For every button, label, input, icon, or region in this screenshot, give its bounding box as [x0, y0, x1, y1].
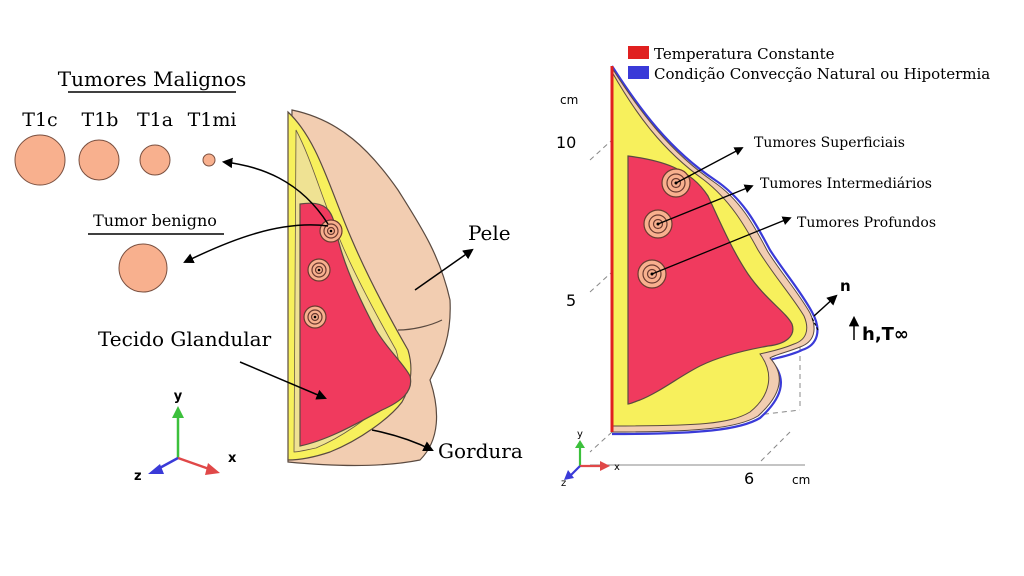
label-t1mi: T1mi — [188, 109, 237, 131]
legend-swatch-constant-temp — [628, 46, 649, 59]
label-gordura: Gordura — [438, 439, 523, 463]
right-z-axis-label: z — [561, 478, 566, 489]
y-unit-label: cm — [560, 93, 578, 107]
tumor-t1c-circle — [14, 134, 66, 186]
left-axes-triad: y x z — [134, 389, 237, 484]
arrow-tecido-glandular — [239, 361, 327, 400]
y-axis-label: y — [174, 389, 183, 404]
arrow-gordura — [371, 429, 434, 451]
malignant-tumors-title: Tumores Malignos — [58, 67, 246, 91]
right-panel: Temperatura Constante Condição Convecção… — [556, 45, 990, 489]
arrow-pele — [414, 248, 474, 291]
normal-vector-arrow — [813, 294, 838, 317]
y-tick-5: 5 — [566, 291, 576, 310]
benign-tumor-title: Tumor benigno — [93, 211, 217, 230]
arrow-deep — [651, 216, 792, 275]
left-panel: Tumores Malignos T1c T1b T1a T1mi Tumor … — [14, 67, 523, 484]
label-tecido-glandular: Tecido Glandular — [98, 327, 272, 351]
x-unit-label: cm — [792, 473, 810, 487]
y-tick-10: 10 — [556, 133, 576, 152]
arrow-to-malignant — [221, 157, 329, 225]
x-axis-arrow — [177, 456, 213, 472]
label-intermediate-tumors: Tumores Intermediários — [760, 176, 932, 192]
normal-dashed — [811, 317, 819, 331]
x-tick-6: 6 — [744, 469, 754, 488]
legend-constant-temp: Temperatura Constante — [654, 45, 835, 63]
tumor-t1a-circle — [139, 144, 171, 176]
x-axis-label: x — [228, 451, 237, 466]
tumor-t1mi-circle — [202, 153, 216, 167]
skin-fold-line — [397, 319, 443, 331]
label-t1a: T1a — [137, 109, 173, 131]
right-axes-triad: y x z — [561, 429, 620, 489]
normal-label: n — [840, 277, 851, 295]
legend-swatch-convection — [628, 66, 649, 79]
label-t1b: T1b — [82, 109, 119, 131]
gland-tumor-middle — [307, 258, 331, 282]
label-superficial-tumors: Tumores Superficiais — [754, 135, 905, 151]
tumor-t1b-circle — [78, 139, 120, 181]
arrow-intermediate — [657, 184, 754, 225]
z-axis-label: z — [134, 469, 142, 484]
gland-tumor-top — [319, 219, 343, 243]
convection-boundary — [611, 65, 819, 436]
label-pele: Pele — [468, 221, 511, 245]
gland-tumor-bottom — [303, 305, 327, 329]
right-x-axis-label: x — [614, 462, 620, 473]
legend-convection: Condição Convecção Natural ou Hipotermia — [654, 65, 990, 83]
label-t1c: T1c — [22, 109, 57, 131]
convection-label: h,T∞ — [862, 324, 909, 345]
right-y-axis-label: y — [577, 429, 583, 440]
benign-tumor-circle — [118, 243, 168, 293]
arrow-to-benign — [183, 224, 329, 264]
label-deep-tumors: Tumores Profundos — [797, 215, 936, 231]
arrow-superficial — [675, 147, 744, 184]
